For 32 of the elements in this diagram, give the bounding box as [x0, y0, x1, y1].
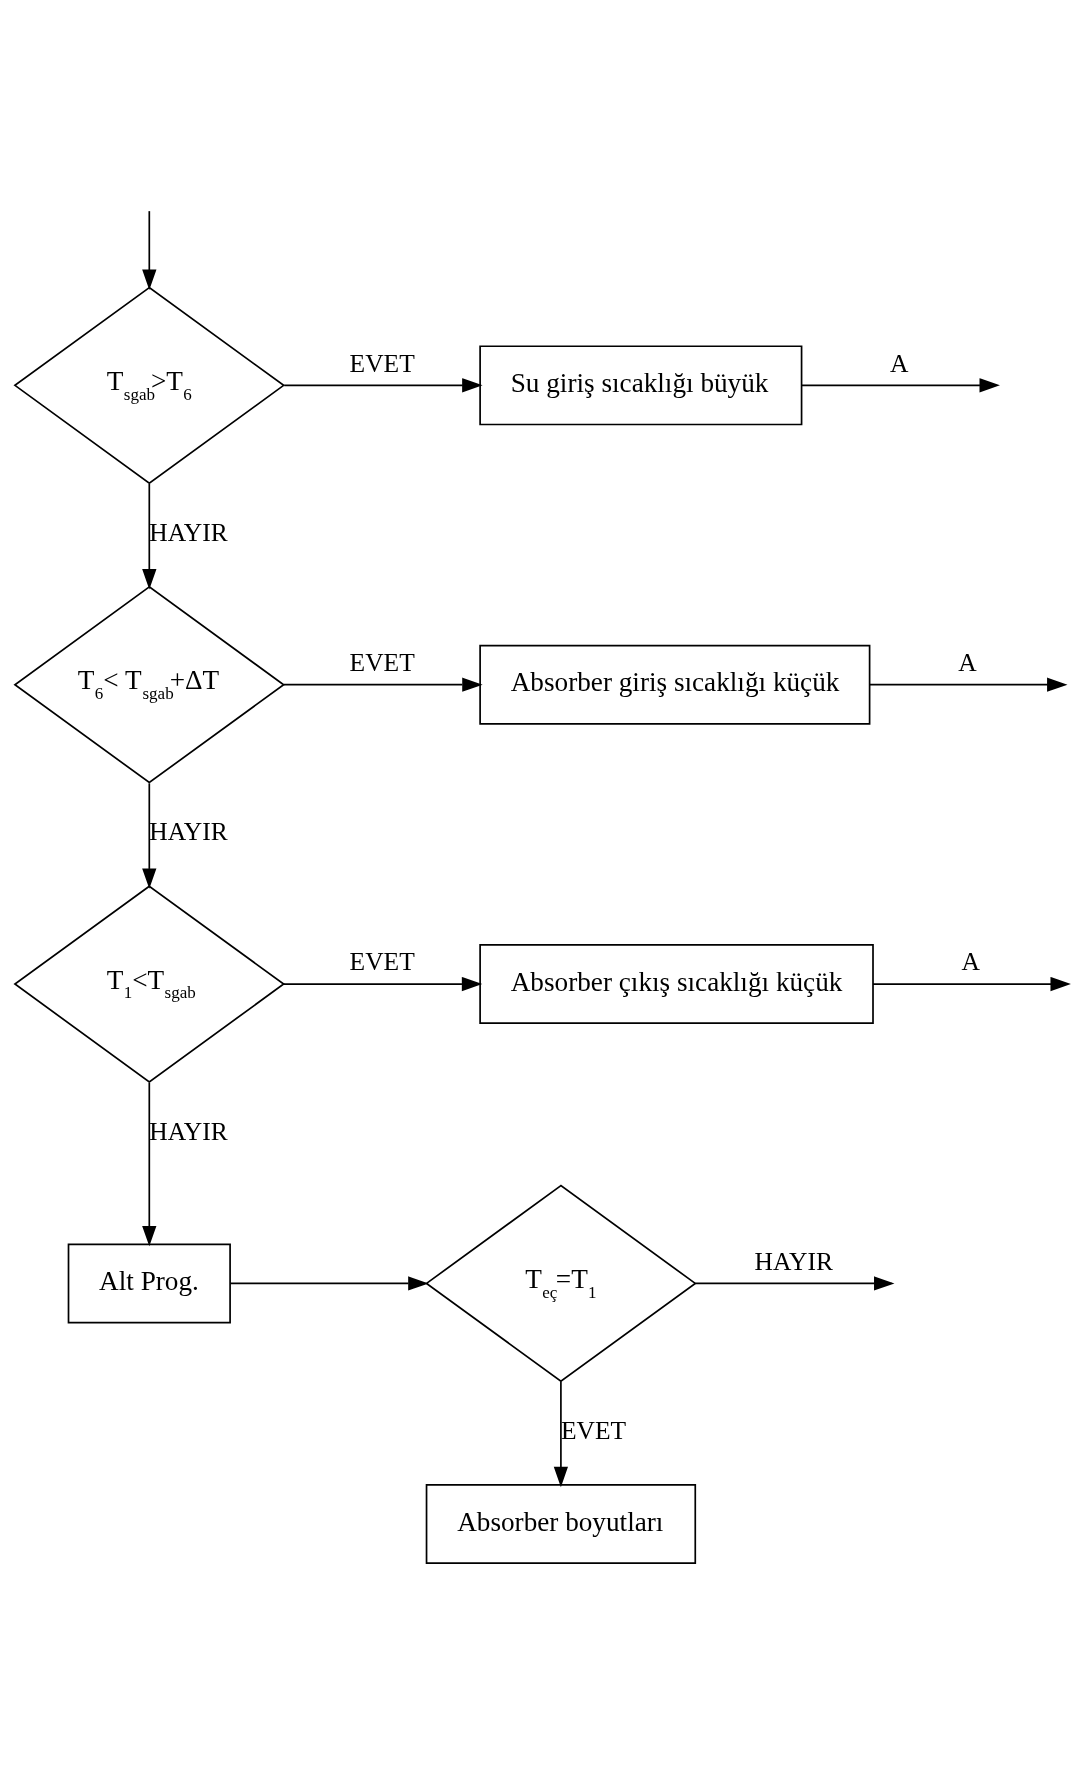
arrow [869, 677, 1068, 692]
arrow [283, 377, 483, 392]
node-box: Su giriş sıcaklığı büyük [479, 344, 803, 425]
arrow [694, 1275, 895, 1291]
arrow [142, 482, 157, 589]
node-box: Absorber giriş sıcaklığı küçük [479, 644, 871, 725]
edge-label: A [890, 348, 909, 378]
edge-label: A [961, 946, 980, 976]
arrow [142, 209, 157, 290]
edge-label: HAYIR [149, 517, 228, 547]
node-diamond: T$_{6}$< T$_{sgab}$+ΔT [13, 585, 286, 784]
arrow [229, 1275, 429, 1291]
arrow [800, 377, 1000, 392]
edge-label: HAYIR [149, 1116, 228, 1146]
node-box: Alt Prog. [67, 1242, 231, 1323]
arrow [872, 976, 1071, 991]
arrow [142, 1081, 157, 1246]
node-diamond: T$_{sgab}$>T$_{6}$ [13, 286, 286, 484]
node-diamond: T$_{1}$<T$_{sgab}$ [13, 884, 286, 1083]
arrow [283, 677, 483, 692]
edge-label: EVET [349, 946, 415, 976]
edge-label: A [958, 647, 977, 677]
arrow [553, 1380, 569, 1487]
node-diamond: T$_{eç}$=T$_{1}$ [425, 1184, 697, 1382]
edge-label: EVET [349, 647, 415, 677]
node-box: Absorber boyutları [425, 1483, 697, 1564]
arrow [142, 781, 157, 889]
node-box: Absorber çıkış sıcaklığı küçük [479, 943, 874, 1024]
edge-label: HAYIR [754, 1246, 833, 1276]
edge-label: EVET [349, 348, 415, 378]
edge-label: HAYIR [149, 816, 228, 846]
arrow [282, 976, 483, 991]
